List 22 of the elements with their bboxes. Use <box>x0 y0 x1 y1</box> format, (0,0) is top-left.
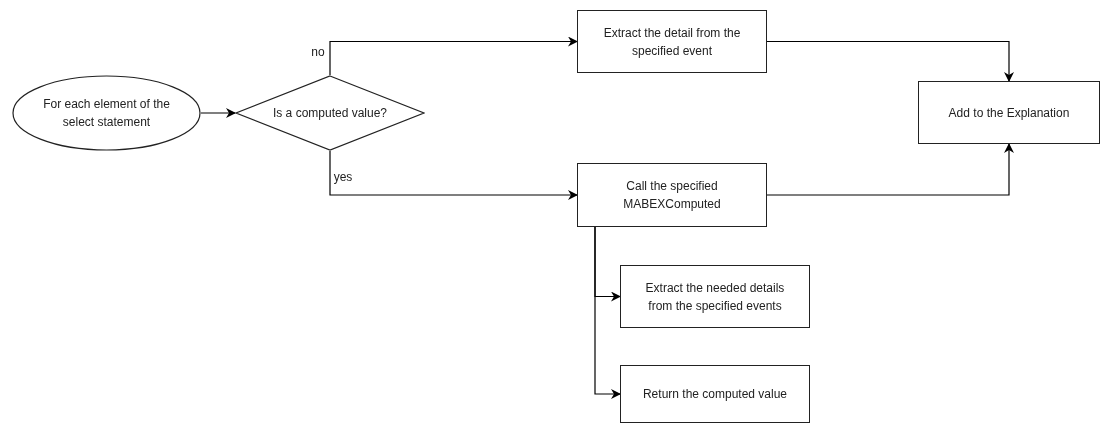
process-box <box>577 163 767 227</box>
node-label: Extract the detail from the specified event <box>602 24 742 60</box>
node-label: Extract the needed details from the specified events <box>644 279 786 315</box>
node-label: Return the computed value <box>641 386 789 403</box>
process-box <box>918 81 1100 144</box>
decision-diamond <box>235 75 425 151</box>
start-ellipse <box>12 75 201 151</box>
arrow <box>329 150 578 200</box>
node-label: Call the specified MABEXComputed <box>622 178 722 213</box>
arrow <box>766 40 1014 82</box>
node-label: Add to the Explanation <box>947 104 1071 122</box>
process-box <box>577 10 767 73</box>
process-box <box>620 265 810 328</box>
node-label: For each element of the select statement <box>42 96 171 131</box>
edge-label: yes <box>332 171 354 183</box>
edge-label: no <box>310 46 326 58</box>
arrow <box>329 36 578 76</box>
node-label: Is a computed value? <box>271 105 389 122</box>
arrow <box>200 108 236 118</box>
process-box <box>620 365 810 423</box>
arrow <box>766 143 1014 196</box>
arrow <box>594 226 621 399</box>
